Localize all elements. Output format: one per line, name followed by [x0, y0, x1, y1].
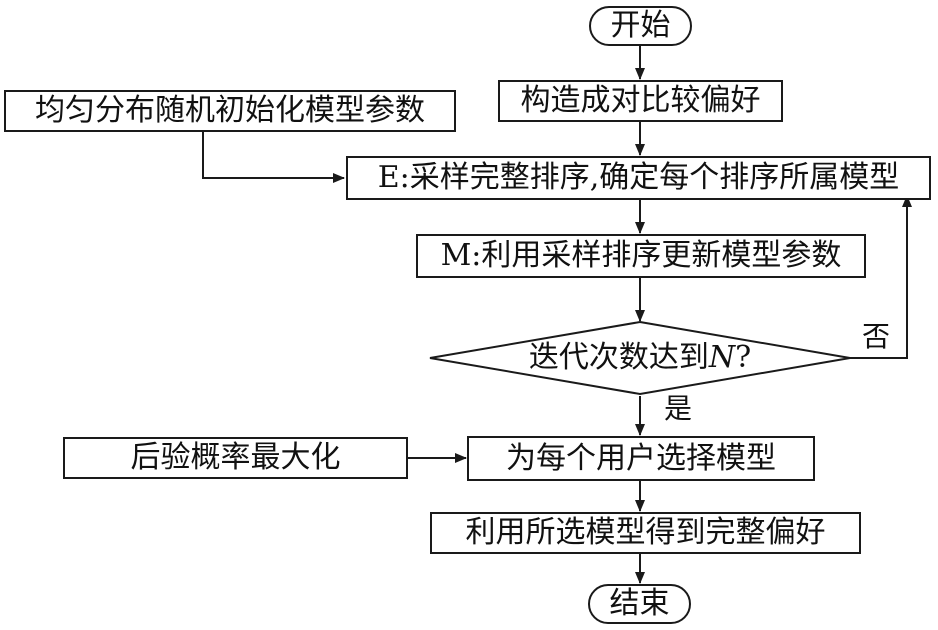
build-preference-label: 构造成对比较偏好	[520, 83, 761, 118]
build-preference-box: 构造成对比较偏好	[498, 80, 783, 122]
arrow-decision-no-loop	[850, 195, 912, 359]
posterior-max-label: 后验概率最大化	[130, 440, 341, 475]
end-terminal: 结束	[588, 584, 691, 624]
select-model-label: 为每个用户选择模型	[506, 440, 776, 476]
init-params-box: 均匀分布随机初始化模型参数	[4, 90, 456, 132]
complete-preference-box: 利用所选模型得到完整偏好	[430, 512, 861, 554]
end-label: 结束	[609, 586, 670, 621]
m-step-label: M:利用采样排序更新模型参数	[440, 238, 842, 273]
init-params-label: 均匀分布随机初始化模型参数	[35, 93, 425, 128]
m-step-box: M:利用采样排序更新模型参数	[416, 234, 866, 278]
decision-question-mark: ?	[735, 340, 752, 375]
edge-label-no: 否	[862, 320, 891, 353]
decision-diamond	[429, 320, 851, 396]
e-step-box: E:采样完整排序,确定每个排序所属模型	[346, 156, 931, 200]
complete-preference-label: 利用所选模型得到完整偏好	[465, 515, 826, 550]
e-step-label: E:采样完整排序,确定每个排序所属模型	[377, 160, 900, 195]
select-model-box: 为每个用户选择模型	[467, 436, 815, 481]
start-terminal: 开始	[589, 6, 692, 46]
decision-text: 迭代次数达到	[528, 340, 709, 375]
posterior-max-box: 后验概率最大化	[63, 437, 408, 479]
edge-label-yes: 是	[664, 392, 693, 425]
decision-variable: N	[708, 340, 736, 375]
arrow-init-to-estep	[202, 132, 345, 183]
start-label: 开始	[610, 8, 671, 43]
